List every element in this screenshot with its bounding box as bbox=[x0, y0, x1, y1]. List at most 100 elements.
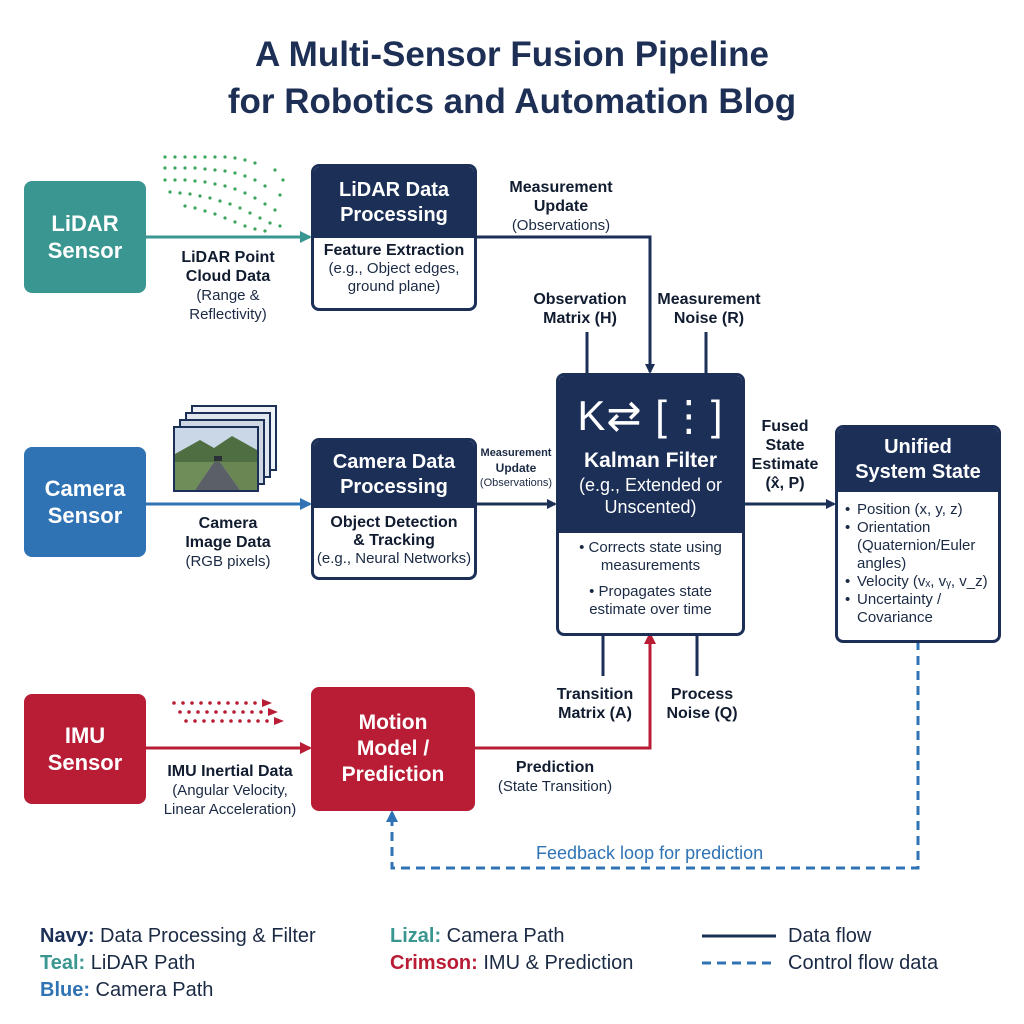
obs-matrix-1: Observation bbox=[533, 291, 627, 308]
unified-state-box: Unified System State Position (x, y, z) … bbox=[835, 425, 1001, 643]
measurement-noise-label: Measurement Noise (R) bbox=[645, 290, 773, 328]
kalman-bullet-1-line-2: measurements bbox=[600, 557, 701, 574]
meas-update-mid-note: (Observations) bbox=[479, 477, 553, 489]
lidar-sensor-line-1: LiDAR bbox=[51, 211, 119, 236]
prediction-1: Prediction bbox=[515, 759, 595, 776]
kalman-filter-header: K⇄ [⋮] Kalman Filter (e.g., Extended or … bbox=[559, 376, 742, 533]
imu-sensor: IMU Sensor bbox=[24, 694, 146, 804]
imu-data-note-2: Linear Acceleration) bbox=[163, 801, 297, 818]
legend-navy-key: Navy: bbox=[40, 925, 95, 947]
process-noise-label: Process Noise (Q) bbox=[652, 685, 752, 723]
legend-crimson-key: Crimson: bbox=[390, 952, 478, 974]
legend-left: Navy: Data Processing & Filter Teal: LiD… bbox=[40, 923, 380, 1004]
fused-3: Estimate bbox=[751, 456, 819, 473]
camera-processing-box: Camera Data Processing Object Detection … bbox=[311, 438, 477, 580]
meas-update-top-2: Update bbox=[533, 198, 589, 215]
kalman-gain-icon: K⇄ [⋮] bbox=[577, 392, 724, 439]
camera-data-note-1: (RGB pixels) bbox=[185, 553, 271, 570]
legend-middle: Lizal: Camera Path Crimson: IMU & Predic… bbox=[390, 923, 680, 977]
state-item-orientation: Orientation (Quaternion/Euler angles) bbox=[844, 519, 994, 573]
kalman-filter-sub-2: Unscented) bbox=[604, 497, 697, 517]
observation-matrix-label: Observation Matrix (H) bbox=[520, 290, 640, 328]
camera-processing-header: Camera Data Processing bbox=[314, 441, 474, 508]
lidar-processing-body-1: (e.g., Object edges, bbox=[328, 260, 460, 277]
kalman-bullet-item: • Propagates state estimate over time bbox=[589, 583, 712, 618]
transition-matrix-label: Transition Matrix (A) bbox=[540, 685, 650, 723]
camera-sensor-line-2: Sensor bbox=[47, 503, 123, 528]
camera-processing-title-2: Processing bbox=[340, 475, 448, 498]
meas-update-top-note: (Observations) bbox=[511, 217, 611, 234]
lidar-processing-body: Feature Extraction (e.g., Object edges, … bbox=[314, 238, 474, 296]
state-orientation-line-2: (Quaternion/Euler bbox=[857, 537, 976, 554]
state-velocity-text: Velocity (vₓ, vᵧ, v_z) bbox=[857, 573, 988, 590]
camera-processing-body-1: (e.g., Neural Networks) bbox=[316, 550, 472, 567]
imu-data-note-1: (Angular Velocity, bbox=[172, 782, 288, 799]
prediction-label: Prediction (State Transition) bbox=[480, 758, 630, 796]
meas-update-mid-1: Measurement bbox=[480, 447, 552, 459]
feedback-loop-arrow bbox=[386, 641, 920, 870]
camera-data-label-1: Camera bbox=[198, 515, 258, 532]
point-cloud-icon bbox=[163, 155, 285, 233]
lidar-data-note-2: Reflectivity) bbox=[189, 306, 267, 323]
state-uncertainty-line-2: Covariance bbox=[857, 609, 933, 626]
lidar-processing-body-title: Feature Extraction bbox=[323, 242, 465, 259]
state-orientation-line-1: Orientation bbox=[857, 519, 931, 536]
imu-data-label-1: IMU Inertial Data bbox=[167, 763, 293, 780]
kalman-bullet-2-line-1: Propagates state bbox=[598, 583, 712, 600]
kalman-bullet-item: • Corrects state using measurements bbox=[579, 539, 722, 574]
camera-processing-body-title-2: & Tracking bbox=[353, 532, 435, 549]
measurement-update-top-label: Measurement Update (Observations) bbox=[496, 178, 626, 235]
state-position-text: Position (x, y, z) bbox=[857, 501, 963, 518]
legend-lizal-text: Camera Path bbox=[441, 925, 565, 947]
legend-teal-text: LiDAR Path bbox=[85, 952, 196, 974]
kalman-filter-sub-1: (e.g., Extended or bbox=[578, 475, 723, 495]
lidar-processing-title-1: LiDAR Data bbox=[338, 178, 449, 201]
unified-state-list: Position (x, y, z) Orientation (Quaterni… bbox=[838, 492, 998, 627]
camera-data-label: Camera Image Data (RGB pixels) bbox=[158, 514, 298, 571]
process-noise-2: Noise (Q) bbox=[666, 705, 738, 722]
imu-motion-icon bbox=[172, 699, 284, 725]
meas-update-top-1: Measurement bbox=[509, 179, 613, 196]
legend-data-flow: Data flow bbox=[788, 925, 872, 947]
kalman-filter-bullets: • Corrects state using measurements • Pr… bbox=[559, 533, 742, 619]
camera-sensor-line-1: Camera bbox=[44, 476, 126, 501]
transition-1: Transition bbox=[556, 686, 634, 703]
imu-sensor-line-1: IMU bbox=[64, 723, 106, 748]
legend-lizal: Lizal: Camera Path bbox=[390, 923, 680, 950]
obs-matrix-2: Matrix (H) bbox=[543, 310, 617, 327]
camera-data-label-2: Image Data bbox=[185, 534, 271, 551]
state-orientation-line-3: angles) bbox=[857, 555, 907, 572]
legend-crimson: Crimson: IMU & Prediction bbox=[390, 950, 680, 977]
state-item-position: Position (x, y, z) bbox=[844, 501, 994, 519]
legend-navy: Navy: Data Processing & Filter bbox=[40, 923, 380, 950]
meas-noise-2: Noise (R) bbox=[673, 310, 745, 327]
unified-state-header: Unified System State bbox=[838, 428, 998, 492]
prediction-arrow bbox=[475, 632, 656, 750]
lidar-processing-body-2: ground plane) bbox=[347, 278, 441, 295]
motion-model-line-3: Prediction bbox=[341, 763, 445, 786]
fused-2: State bbox=[765, 437, 805, 454]
fused-4: (x̂, P) bbox=[765, 475, 805, 492]
lidar-data-label: LiDAR Point Cloud Data (Range & Reflecti… bbox=[158, 248, 298, 324]
motion-model-line-2: Model / bbox=[356, 737, 430, 760]
kalman-bullet-2-line-2: estimate over time bbox=[589, 601, 712, 618]
camera-sensor: Camera Sensor bbox=[24, 447, 146, 557]
lidar-data-label-1: LiDAR Point bbox=[181, 249, 275, 266]
fused-state-label: Fused State Estimate (x̂, P) bbox=[743, 417, 827, 493]
state-item-velocity: Velocity (vₓ, vᵧ, v_z) bbox=[844, 573, 994, 591]
meas-noise-1: Measurement bbox=[657, 291, 761, 308]
lidar-processing-header: LiDAR Data Processing bbox=[314, 167, 474, 238]
motion-model-line-1: Motion bbox=[358, 711, 428, 734]
fused-1: Fused bbox=[761, 418, 809, 435]
prediction-note: (State Transition) bbox=[497, 778, 613, 795]
meas-update-mid-2: Update bbox=[495, 461, 537, 475]
camera-processing-body-title-1: Object Detection bbox=[330, 514, 458, 531]
measurement-update-mid-label: Measurement Update (Observations) bbox=[474, 446, 558, 491]
unified-state-title-1: Unified bbox=[884, 436, 952, 458]
feedback-loop-label: Feedback loop for prediction bbox=[536, 843, 764, 863]
motion-model-box: Motion Model / Prediction bbox=[311, 687, 475, 811]
legend-line-samples bbox=[702, 934, 776, 965]
legend-blue-text: Camera Path bbox=[90, 979, 214, 1001]
lidar-processing-box: LiDAR Data Processing Feature Extraction… bbox=[311, 164, 477, 311]
lidar-sensor: LiDAR Sensor bbox=[24, 181, 146, 293]
